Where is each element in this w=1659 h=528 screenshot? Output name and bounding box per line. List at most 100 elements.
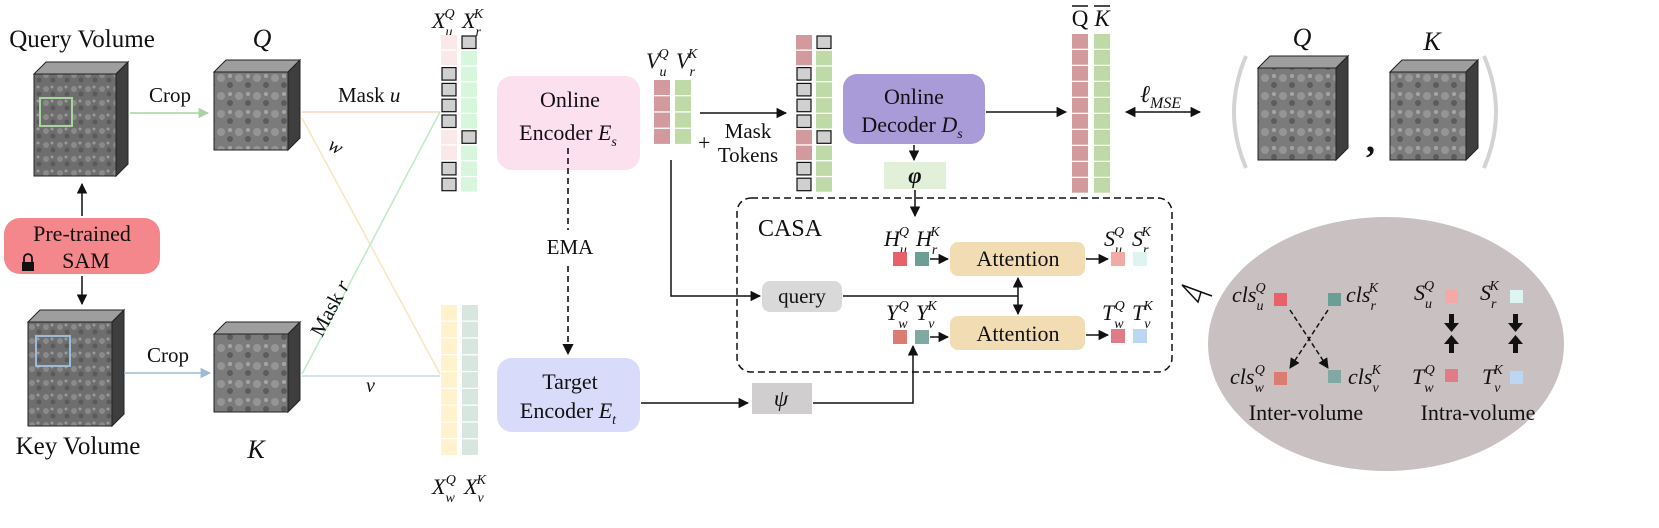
k-bar-label: K (1093, 6, 1111, 31)
k-crop-label: K (246, 435, 266, 464)
key-volume-cube (26, 308, 126, 428)
t-w-q-label: TwQ (1102, 299, 1125, 332)
encoder-to-query-arrow (670, 160, 762, 302)
h-u-q-label: HuQ (883, 225, 909, 258)
intra-volume-label: Intra-volume (1421, 400, 1536, 425)
cls-w-q-label: clswQ (1230, 363, 1265, 396)
sam-box (4, 218, 160, 274)
token-cell (461, 130, 477, 144)
token-cell (441, 321, 457, 338)
comma: , (1366, 120, 1375, 160)
token-cell (675, 80, 691, 95)
token-cell (796, 114, 812, 129)
casa-title: CASA (758, 216, 823, 242)
online-decoder-line2: Decoder Ds (861, 112, 963, 142)
token-cell (461, 82, 477, 97)
token-cell (654, 112, 670, 128)
token-cell (796, 161, 812, 176)
token-cell (462, 355, 478, 371)
token-cell (816, 161, 832, 176)
right-k-label: K (1422, 27, 1442, 56)
token-cell (796, 66, 812, 81)
x-v-k-tokens (462, 305, 478, 455)
token-cell (816, 114, 832, 129)
token-cell (441, 422, 457, 439)
token-cell (1072, 146, 1088, 161)
crop-top-label: Crop (149, 83, 191, 107)
y-k-token (915, 330, 929, 344)
token-cell (461, 98, 477, 113)
token-cell (462, 422, 478, 439)
token-cell (1094, 178, 1110, 193)
x-r-k-tokens (461, 35, 477, 192)
attention-bottom-label: Attention (976, 321, 1059, 346)
intra-s-r-k-label: SrK (1480, 279, 1499, 312)
cls-v-k-label: clsvK (1348, 363, 1382, 396)
token-cell (1072, 82, 1088, 97)
token-cell (816, 145, 832, 161)
v-label: v (366, 375, 375, 397)
token-cell (675, 112, 691, 128)
token-cell (441, 305, 457, 321)
token-cell (1072, 50, 1088, 65)
x-w-q-label: XwQ (431, 473, 456, 506)
token-cell (1094, 98, 1110, 113)
token-cell (441, 405, 457, 422)
token-cell (796, 35, 812, 50)
psi-to-y-arrow (813, 344, 919, 404)
token-cell (816, 50, 832, 66)
right-q-label: Q (1293, 23, 1312, 52)
x-w-q-tokens (441, 305, 457, 455)
y-q-token (893, 330, 907, 344)
token-cell (462, 439, 478, 455)
y-v-k-label: YvK (916, 299, 937, 332)
cls-v-k-token (1328, 370, 1341, 383)
mask-r-label: Mask r (305, 275, 355, 340)
t-k-token (1133, 329, 1147, 343)
online-decoder-box (843, 74, 985, 144)
x-r-k-label: XrK (461, 7, 484, 40)
query-volume-cube (32, 60, 130, 178)
y-w-q-label: YwQ (886, 299, 909, 332)
token-cell (462, 405, 478, 422)
mask-tokens-line1: Mask (725, 119, 772, 143)
x-u-q-tokens (441, 35, 457, 192)
right-paren (1482, 55, 1498, 169)
intra-s-k-token (1510, 290, 1523, 303)
cls-r-k-label: clsrK (1346, 281, 1379, 314)
token-cell (816, 82, 832, 97)
intra-t-w-q-label: TwQ (1412, 363, 1435, 396)
token-cell (462, 389, 478, 405)
intra-t-q-token (1445, 369, 1458, 382)
phi-label: φ (908, 163, 921, 188)
mask-r-line (301, 111, 441, 375)
query-box (762, 281, 842, 312)
token-cell (441, 35, 457, 50)
crop-bottom-label: Crop (147, 343, 189, 367)
token-cell (816, 66, 832, 82)
token-cell (675, 96, 691, 112)
v-r-k-tokens (675, 80, 691, 144)
s-q-token (1111, 252, 1125, 266)
token-cell (1094, 162, 1110, 177)
t-q-token (1111, 329, 1125, 343)
query-label: query (778, 284, 826, 308)
q-bar-label: Q (1072, 6, 1089, 31)
token-cell (1094, 82, 1110, 97)
token-cell (816, 35, 832, 50)
h-k-token (915, 252, 929, 266)
w-label: w (324, 134, 347, 160)
intra-arrow-k (1508, 314, 1523, 353)
cls-r-k-token (1328, 293, 1341, 306)
sam-label-line2: SAM (62, 248, 110, 273)
token-cell (441, 98, 457, 113)
s-u-q-label: SuQ (1104, 225, 1124, 258)
token-cell (441, 129, 457, 145)
token-cell (654, 128, 670, 144)
online-encoder-box (497, 76, 640, 170)
k-crop-cube (212, 320, 302, 414)
inter-volume-label: Inter-volume (1249, 400, 1363, 425)
phi-box (884, 162, 946, 189)
lock-icon (22, 253, 34, 271)
mask-w-line (301, 117, 441, 375)
